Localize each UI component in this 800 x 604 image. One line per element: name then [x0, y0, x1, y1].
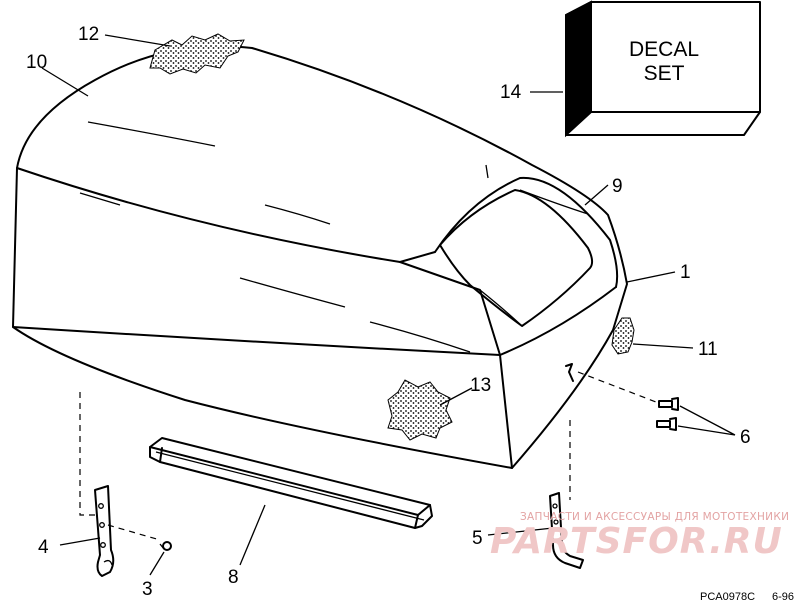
motor-cover [12, 45, 628, 469]
mount-mark [565, 363, 574, 382]
screw-3 [159, 541, 172, 551]
leader-3 [149, 551, 165, 576]
decal-box-line-1: DECAL [629, 38, 699, 61]
callout-13: 13 [470, 375, 491, 396]
footer-date: 6-96 [772, 591, 794, 603]
seal-strip [149, 437, 433, 529]
callout-1: 1 [680, 262, 691, 283]
leader-13 [439, 387, 473, 406]
callout-4: 4 [38, 537, 49, 558]
leader-5 [487, 527, 554, 536]
leader-12 [104, 34, 171, 47]
assembly-line-left [79, 392, 96, 516]
leader-4 [59, 537, 101, 546]
decal-set-box: DECAL SET [565, 0, 761, 138]
bracket-left [94, 485, 115, 577]
decal-12 [149, 33, 245, 75]
leader-10 [41, 67, 89, 97]
decal-11 [611, 317, 635, 355]
footer-code: PCA0978C [700, 591, 755, 603]
callout-10: 10 [26, 52, 47, 73]
bracket-right [549, 492, 584, 569]
watermark-tagline: ЗАПЧАСТИ И АКСЕССУАРЫ ДЛЯ МОТОТЕХНИКИ [520, 511, 789, 523]
leader-9 [584, 184, 609, 206]
assembly-line-screws [577, 371, 657, 403]
screws-6 [656, 397, 679, 431]
callout-14: 14 [500, 82, 522, 103]
decal-box-line-2: SET [644, 62, 685, 85]
leader-8 [239, 504, 266, 566]
callout-12: 12 [78, 24, 99, 45]
assembly-line-screw [107, 524, 161, 541]
leader-11 [632, 343, 694, 349]
callout-9: 9 [612, 176, 623, 197]
watermark-brand: PARTSFOR.RU [490, 521, 783, 562]
decal-13 [387, 379, 453, 441]
callout-3: 3 [142, 579, 153, 600]
callout-8: 8 [228, 567, 239, 588]
callout-11: 11 [698, 339, 718, 360]
callout-6: 6 [740, 427, 751, 448]
leader-1 [626, 271, 676, 283]
leader-6 [677, 405, 736, 436]
callout-5: 5 [472, 528, 483, 549]
